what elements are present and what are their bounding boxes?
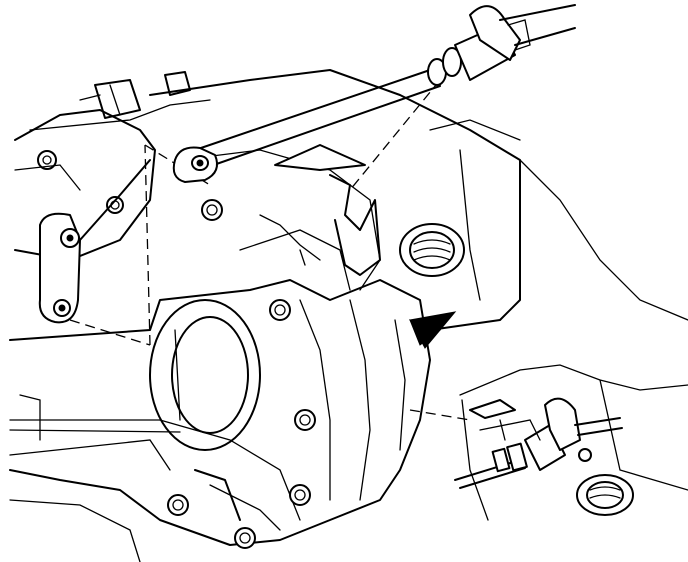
direction-arrow-icon bbox=[409, 311, 457, 349]
shift-lever bbox=[38, 159, 151, 324]
bell-housing-opening bbox=[149, 299, 261, 451]
cable-bracket bbox=[259, 144, 381, 276]
shift-cable bbox=[172, 4, 576, 183]
housing-bolts bbox=[37, 150, 316, 549]
lower-frame bbox=[9, 439, 281, 531]
shift-position-switch bbox=[14, 71, 211, 261]
inset-detail-view bbox=[454, 364, 688, 521]
transmission-housing bbox=[9, 69, 688, 562]
callout-arrow-icon bbox=[469, 399, 516, 419]
threaded-port bbox=[399, 223, 465, 277]
